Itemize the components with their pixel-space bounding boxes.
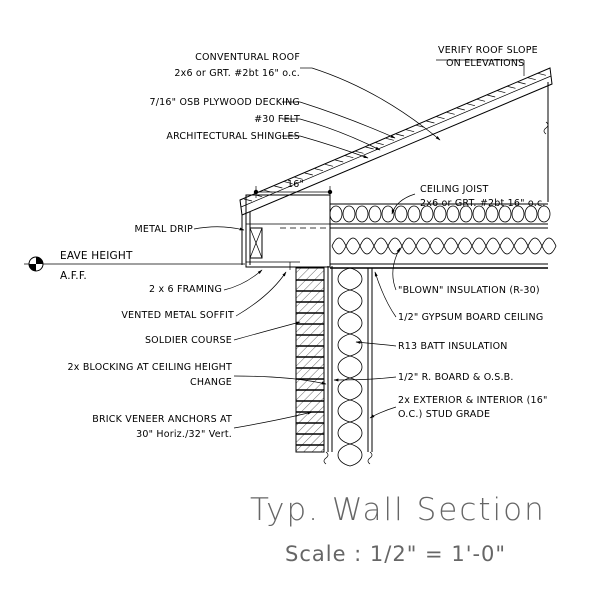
shingle-tick — [476, 98, 486, 102]
insulation-blob — [433, 205, 447, 223]
insulation-wave — [331, 237, 557, 255]
shingle-tick — [416, 124, 425, 128]
insulation-blob — [342, 205, 356, 223]
shingle-tick — [446, 111, 455, 115]
label-soffit: VENTED METAL SOFFIT — [121, 310, 234, 321]
insulation-blob — [472, 205, 486, 223]
label-soldier: SOLDIER COURSE — [145, 335, 232, 346]
shingle-tick — [375, 142, 384, 146]
label-anchors-1: BRICK VENEER ANCHORS AT — [92, 414, 232, 425]
label-anchors-2: 30" Horiz./32" Vert. — [136, 429, 232, 440]
label-rboard: 1/2" R. BOARD & O.S.B. — [398, 372, 514, 383]
eave-height-marker: EAVE HEIGHT A.F.F. — [24, 250, 245, 282]
dimension-label: 16" — [287, 179, 304, 190]
label-metal-drip: METAL DRIP — [134, 224, 193, 235]
shingle-tick — [284, 181, 293, 185]
shingle-tick — [466, 103, 476, 107]
shingle-tick — [395, 133, 405, 137]
label-decking: 7/16" OSB PLYWOOD DECKING — [150, 97, 300, 108]
shingle-tick — [527, 77, 536, 81]
label-verify-2: ON ELEVATIONS — [446, 58, 524, 69]
drawing-title: Typ. Wall Section — [250, 492, 546, 528]
label-joist-1: CEILING JOIST — [420, 184, 489, 195]
shingle-tick — [517, 81, 526, 85]
shingle-tick — [537, 72, 546, 76]
insulation-blob — [329, 205, 343, 223]
insulation-blob — [524, 205, 538, 223]
shingle-tick — [426, 120, 435, 124]
label-felt: #30 FELT — [254, 114, 300, 125]
label-joist-2: 2x6 or GRT. #2bt 16" o.c. — [420, 198, 546, 209]
shingle-tick — [304, 172, 313, 176]
label-stud-1: 2x EXTERIOR & INTERIOR (16" — [398, 395, 548, 406]
shingle-tick — [406, 129, 415, 133]
insulation-blob — [498, 205, 512, 223]
dimension-16: 16" — [253, 179, 333, 198]
label-roof-2: 2x6 or GRT. #2bt 16" o.c. — [174, 68, 300, 79]
insulation-blob — [394, 205, 408, 223]
shingle-tick — [365, 146, 374, 150]
leader-lines — [193, 59, 525, 429]
label-shingles: ARCHITECTURAL SHINGLES — [166, 131, 300, 142]
shingle-tick — [324, 163, 334, 167]
wall-assembly — [295, 266, 373, 467]
shingle-tick — [345, 155, 354, 159]
insulation-blob — [459, 205, 473, 223]
shingle-tick — [456, 107, 465, 111]
shingle-tick — [497, 90, 506, 94]
shingle-tick — [507, 85, 516, 89]
label-roof-1: CONVENTURAL ROOF — [195, 52, 300, 63]
shingle-tick — [487, 94, 496, 98]
shingle-tick — [274, 185, 283, 189]
shingle-tick — [294, 176, 303, 180]
label-verify-1: VERIFY ROOF SLOPE — [438, 45, 538, 56]
shingle-marks — [243, 72, 546, 202]
drawing-scale: Scale : 1/2" = 1'-0" — [285, 542, 506, 566]
label-gypsum: 1/2" GYPSUM BOARD CEILING — [398, 312, 543, 323]
insulation-blob — [355, 205, 369, 223]
roof-assembly — [239, 67, 553, 265]
label-blown: "BLOWN" INSULATION (R-30) — [398, 285, 540, 296]
insulation-blob — [537, 205, 551, 223]
label-batt: R13 BATT INSULATION — [398, 341, 508, 352]
label-framing: 2 x 6 FRAMING — [149, 284, 222, 295]
shingle-tick — [335, 159, 344, 163]
insulation-blob — [446, 205, 460, 223]
insulation-blob — [368, 205, 382, 223]
insulation-blob — [420, 205, 434, 223]
ceiling-insulation — [329, 203, 557, 269]
batt-insulation-loops — [337, 267, 363, 467]
brick-veneer — [295, 267, 325, 453]
eave-height-label: EAVE HEIGHT — [60, 250, 133, 262]
eave-box — [245, 194, 331, 270]
shingle-tick — [436, 116, 445, 120]
shingle-tick — [243, 198, 253, 202]
insulation-blob — [485, 205, 499, 223]
shingle-tick — [314, 168, 324, 172]
aff-label: A.F.F. — [60, 270, 87, 282]
insulation-blob — [407, 205, 421, 223]
shingle-tick — [385, 137, 394, 141]
shingle-tick — [355, 150, 364, 154]
label-stud-2: O.C.) STUD GRADE — [398, 409, 490, 420]
label-blocking-1: 2x BLOCKING AT CEILING HEIGHT — [68, 362, 232, 373]
insulation-blob — [511, 205, 525, 223]
label-blocking-2: CHANGE — [190, 377, 232, 388]
